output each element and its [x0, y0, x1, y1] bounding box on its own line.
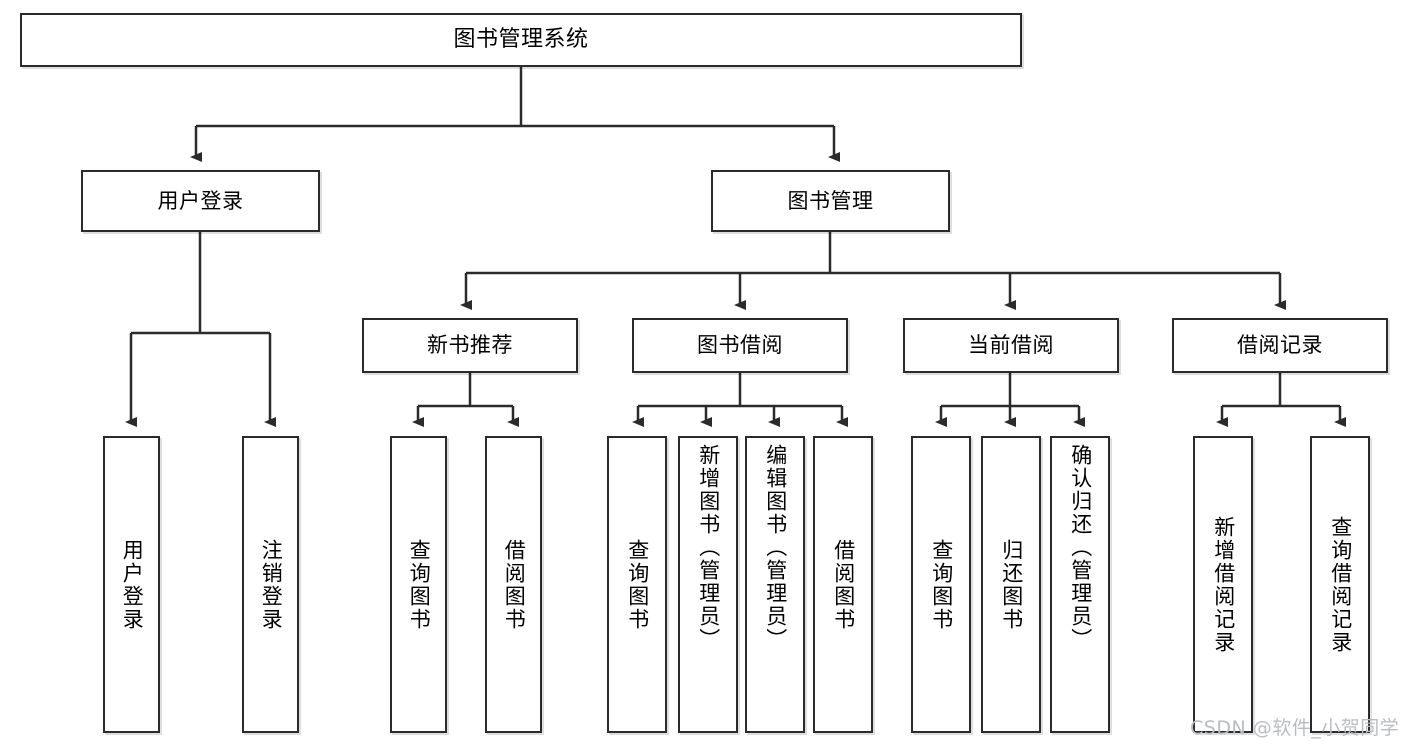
node-borrow-record-label: 借阅记录	[1237, 333, 1323, 358]
leaf-record-add-record[interactable]: 新增借阅记录	[1193, 436, 1253, 733]
node-book-borrow-label: 图书借阅	[697, 333, 783, 358]
node-user-login[interactable]: 用户登录	[81, 170, 320, 232]
leaf-borrow-borrow-book[interactable]: 借阅图书	[813, 436, 873, 733]
leaf-current-confirm-return[interactable]: 确认归还（管理员）	[1050, 436, 1110, 733]
leaf-user-login-logout-label: 注销登录	[259, 538, 284, 631]
leaf-recommend-borrow-book[interactable]: 借阅图书	[485, 436, 542, 733]
leaf-current-query-book[interactable]: 查询图书	[911, 436, 971, 733]
node-new-book-recommend[interactable]: 新书推荐	[362, 318, 578, 373]
leaf-recommend-query-book-label: 查询图书	[407, 538, 432, 631]
leaf-record-query-record[interactable]: 查询借阅记录	[1310, 436, 1370, 733]
watermark-text: CSDN @软件_小贺同学	[1190, 717, 1400, 739]
leaf-user-login-login[interactable]: 用户登录	[103, 436, 160, 733]
leaf-borrow-edit-book[interactable]: 编辑图书（管理员）	[745, 436, 805, 733]
leaf-recommend-query-book[interactable]: 查询图书	[390, 436, 447, 733]
node-new-book-recommend-label: 新书推荐	[427, 333, 513, 358]
leaf-record-query-record-label: 查询借阅记录	[1328, 515, 1353, 654]
node-book-borrow[interactable]: 图书借阅	[632, 318, 848, 373]
node-root[interactable]: 图书管理系统	[20, 13, 1022, 67]
node-user-login-label: 用户登录	[157, 188, 244, 213]
leaf-borrow-add-book-label: 新增图书（管理员）	[696, 444, 721, 651]
node-current-borrow-label: 当前借阅	[968, 333, 1054, 358]
leaf-borrow-query-book[interactable]: 查询图书	[607, 436, 667, 733]
node-book-management-label: 图书管理	[787, 188, 874, 213]
leaf-current-return-book[interactable]: 归还图书	[981, 436, 1041, 733]
node-borrow-record[interactable]: 借阅记录	[1172, 318, 1388, 373]
leaf-user-login-logout[interactable]: 注销登录	[242, 436, 299, 733]
leaf-current-query-book-label: 查询图书	[929, 538, 954, 631]
node-book-management[interactable]: 图书管理	[711, 170, 950, 232]
node-root-label: 图书管理系统	[453, 27, 589, 53]
leaf-current-confirm-return-label: 确认归还（管理员）	[1068, 444, 1093, 651]
leaf-borrow-add-book[interactable]: 新增图书（管理员）	[678, 436, 738, 733]
leaf-recommend-borrow-book-label: 借阅图书	[502, 538, 527, 631]
leaf-current-return-book-label: 归还图书	[999, 538, 1024, 631]
leaf-user-login-login-label: 用户登录	[120, 538, 145, 631]
node-current-borrow[interactable]: 当前借阅	[903, 318, 1119, 373]
leaf-borrow-query-book-label: 查询图书	[625, 538, 650, 631]
leaf-borrow-borrow-book-label: 借阅图书	[831, 538, 856, 631]
leaf-record-add-record-label: 新增借阅记录	[1211, 515, 1236, 654]
leaf-borrow-edit-book-label: 编辑图书（管理员）	[763, 444, 788, 651]
